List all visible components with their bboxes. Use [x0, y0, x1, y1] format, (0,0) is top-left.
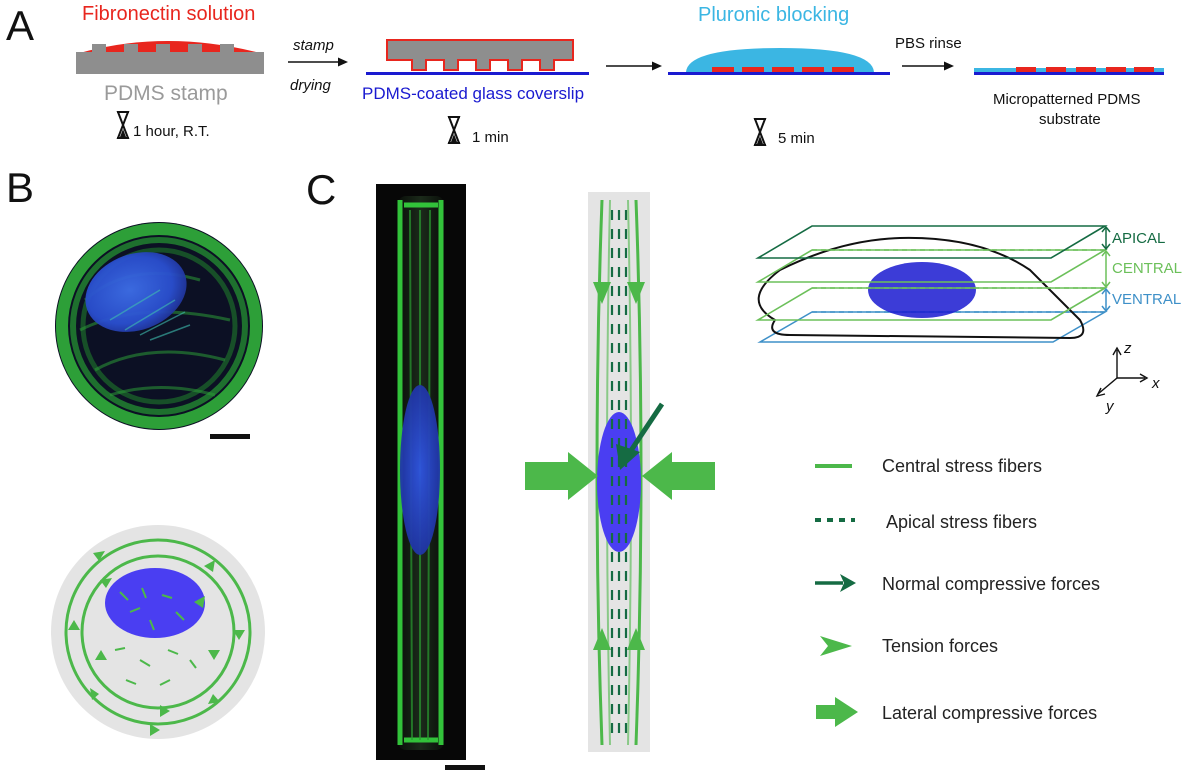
label-ventral: VENTRAL	[1112, 291, 1181, 308]
legend-central-label: Central stress fibers	[882, 456, 1042, 476]
pattern-stripe	[772, 67, 794, 72]
pdms-stamp-inked	[76, 41, 264, 74]
legend-central: Central stress fibers	[815, 456, 1042, 476]
apical-fibers-dashed	[610, 210, 628, 740]
panel-a: A Fibronectin solution PDMS stamp 1 hour…	[6, 2, 1164, 147]
panel-c-letter: C	[306, 166, 336, 213]
legend-normal-label: Normal compressive forces	[882, 574, 1100, 594]
legend: Central stress fibers Apical stress fibe…	[815, 456, 1100, 727]
axis-x-label: x	[1151, 375, 1160, 392]
arrow-stamp-drying	[288, 57, 348, 67]
substrate-label-1: Micropatterned PDMS	[993, 91, 1141, 108]
hourglass-icon	[116, 111, 130, 139]
coverslip-line	[366, 72, 589, 75]
pluronic-label: Pluronic blocking	[698, 4, 849, 26]
time-label-2: 1 min	[472, 129, 509, 146]
coverslip-line	[668, 72, 890, 75]
legend-apical: Apical stress fibers	[815, 512, 1037, 532]
pdms-stamp-body	[76, 44, 264, 74]
axis-z-label: z	[1123, 340, 1132, 357]
pattern-stripe	[802, 67, 824, 72]
legend-tension: Tension forces	[820, 636, 998, 656]
time-label-1: 1 hour, R.T.	[133, 123, 210, 140]
pluronic-drop	[686, 48, 874, 72]
hourglass-icon	[753, 118, 767, 146]
circular-cell-micrograph	[55, 222, 263, 439]
micropatterned-substrate	[974, 67, 1164, 75]
pattern-stripe	[832, 67, 854, 72]
time-label-3: 5 min	[778, 130, 815, 147]
stamping-step	[366, 39, 589, 75]
arrow-label-stamp: stamp	[293, 37, 334, 54]
apical-fiber-segments	[114, 587, 197, 686]
axis-y-label: y	[1105, 398, 1115, 415]
coverslip-label: PDMS-coated glass coverslip	[362, 84, 584, 103]
elongated-cell-schematic	[525, 192, 715, 752]
substrate-label-2: substrate	[1039, 111, 1101, 128]
pbs-rinse-label: PBS rinse	[895, 35, 962, 52]
panel-a-letter: A	[6, 2, 34, 49]
legend-normal: Normal compressive forces	[815, 574, 1100, 594]
pattern-stripe	[712, 67, 734, 72]
lateral-compressive-arrows	[525, 452, 715, 500]
scale-bar	[210, 434, 250, 439]
hourglass-icon	[447, 116, 461, 144]
tension-arrowheads	[593, 282, 645, 650]
scale-bar	[445, 765, 485, 770]
elongated-cell-micrograph	[376, 184, 485, 770]
panel-b-letter: B	[6, 164, 34, 211]
tension-arrowheads	[68, 551, 245, 736]
legend-apical-label: Apical stress fibers	[886, 512, 1037, 532]
panel-b: B	[6, 164, 265, 739]
legend-tension-label: Tension forces	[882, 636, 998, 656]
arrow-pbs-rinse	[902, 61, 954, 71]
normal-compressive-arrow	[616, 402, 665, 470]
circular-cell-schematic	[51, 525, 265, 739]
label-apical: APICAL	[1112, 230, 1165, 247]
layer-brackets	[1101, 225, 1111, 313]
fibronectin-label: Fibronectin solution	[82, 3, 255, 25]
legend-lateral: Lateral compressive forces	[816, 697, 1097, 727]
legend-lateral-label: Lateral compressive forces	[882, 703, 1097, 723]
arrow-label-drying: drying	[290, 77, 332, 94]
pluronic-step	[668, 48, 890, 75]
xyz-axes	[1095, 346, 1149, 398]
panel-c: C	[306, 166, 1182, 770]
cell-layers-3d: APICAL CENTRAL VENTRAL	[755, 225, 1182, 343]
pattern-stripe	[742, 67, 764, 72]
pdms-stamp-label: PDMS stamp	[104, 82, 228, 105]
label-central: CENTRAL	[1112, 260, 1182, 277]
nucleus	[868, 262, 976, 318]
inverted-stamp	[386, 39, 574, 71]
arrow-to-blocking	[606, 61, 662, 71]
